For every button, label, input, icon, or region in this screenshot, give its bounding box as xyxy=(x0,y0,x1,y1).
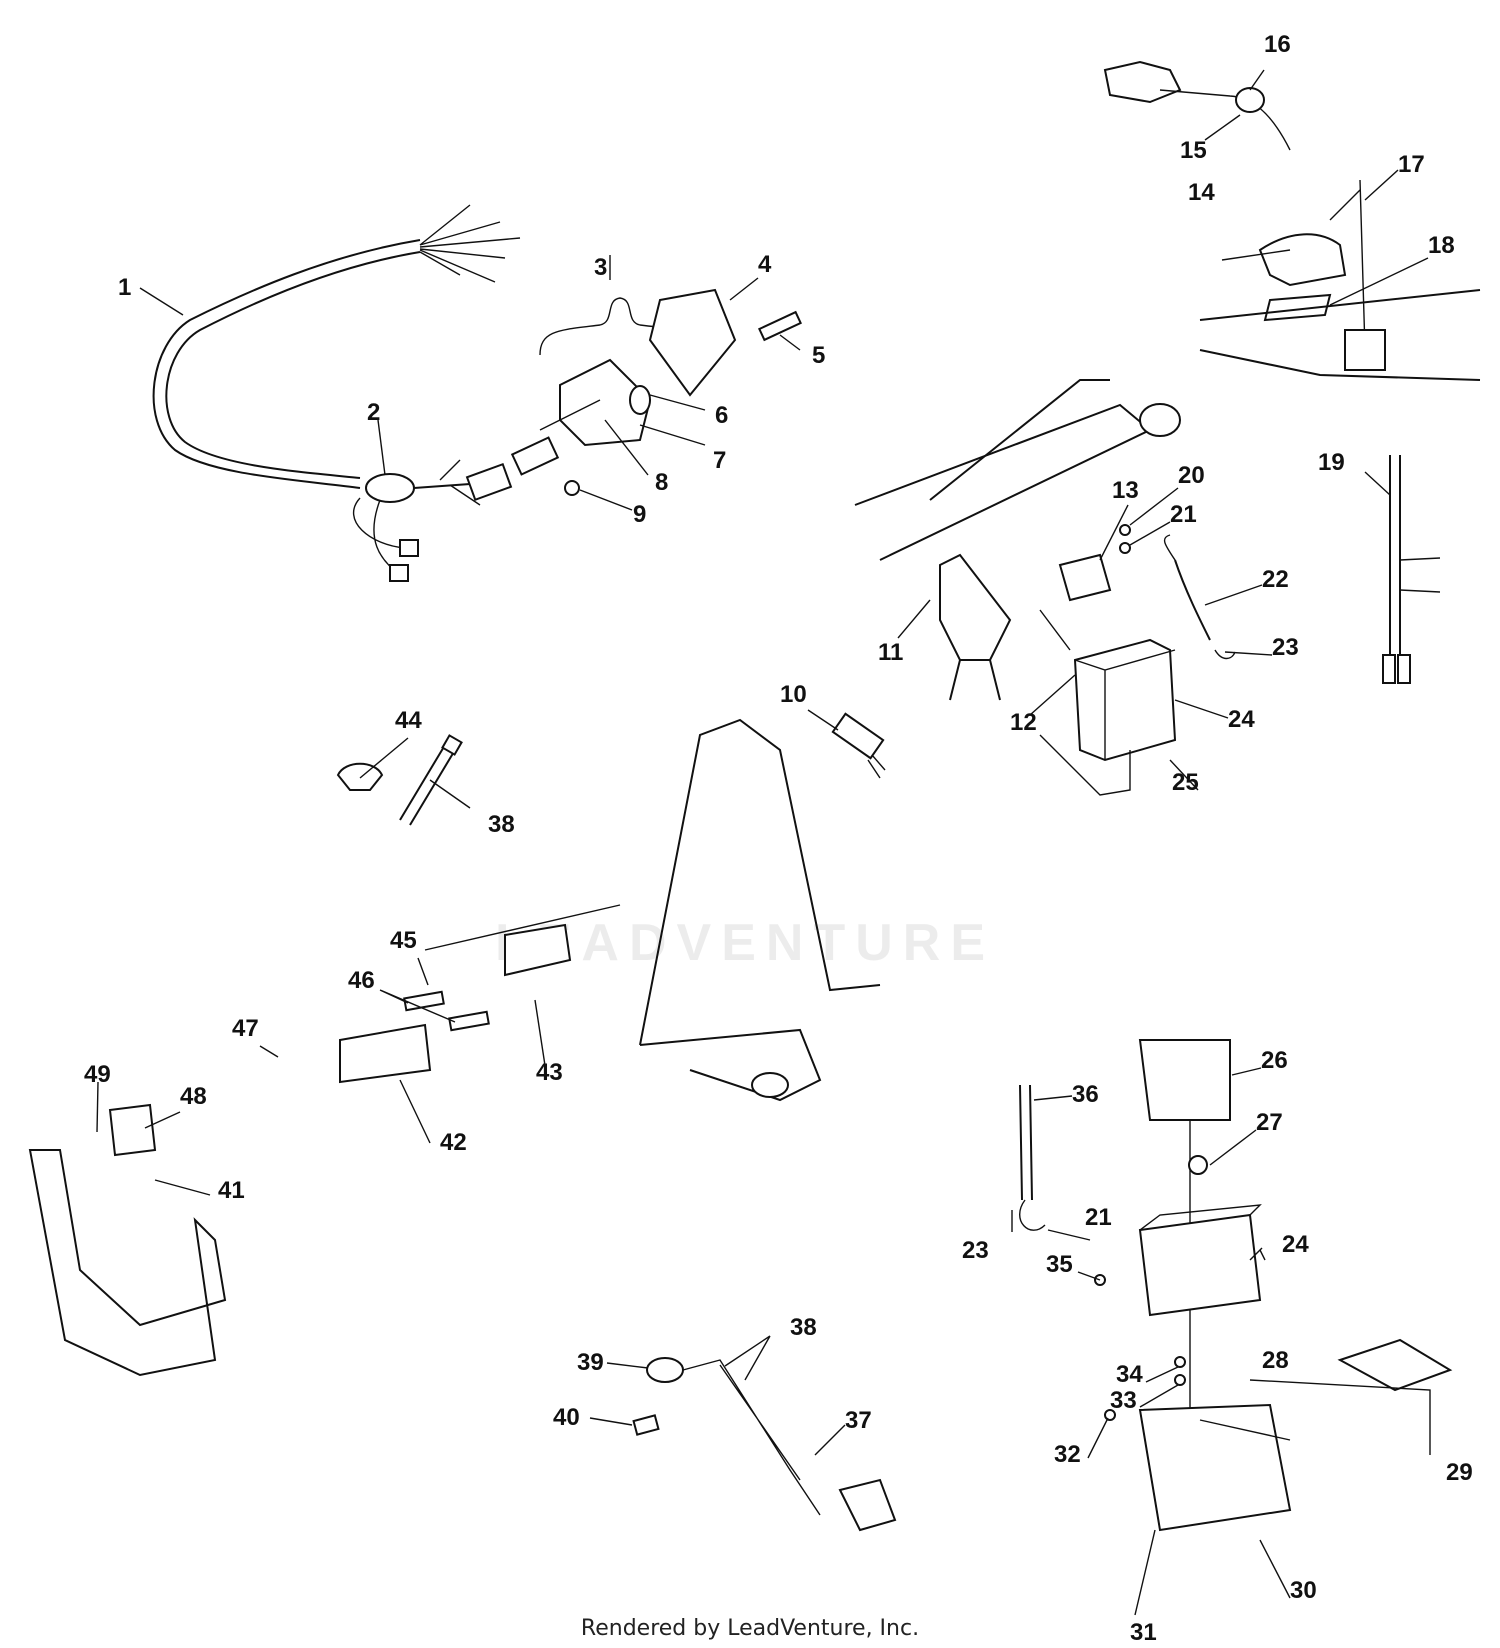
callout-30: 30 xyxy=(1290,1577,1317,1604)
callout-49: 49 xyxy=(84,1061,111,1088)
callout-26: 26 xyxy=(1261,1047,1288,1074)
callout-35: 35 xyxy=(1046,1251,1073,1278)
callout-14: 14 xyxy=(1188,179,1215,206)
tail-light-drawing xyxy=(510,288,802,496)
callout-43: 43 xyxy=(536,1059,563,1086)
callout-7: 7 xyxy=(713,447,726,474)
callout-32: 32 xyxy=(1054,1441,1081,1468)
callout-24: 24 xyxy=(1228,706,1255,733)
horn-handlebar-drawing xyxy=(1103,60,1481,381)
callout-47: 47 xyxy=(232,1015,259,1042)
callout-11: 11 xyxy=(878,639,903,666)
part-callouts: 1 2 3 4 5 6 7 8 9 10 11 12 13 14 15 16 1… xyxy=(84,31,1473,1646)
strap-clip-drawing xyxy=(336,734,463,826)
callout-17: 17 xyxy=(1398,151,1425,178)
callout-37: 37 xyxy=(845,1407,872,1434)
callout-23: 23 xyxy=(1272,634,1299,661)
callout-25: 25 xyxy=(1172,769,1199,796)
callout-13: 13 xyxy=(1112,477,1139,504)
callout-41: 41 xyxy=(218,1177,245,1204)
callout-22: 22 xyxy=(1262,566,1289,593)
callout-16: 16 xyxy=(1264,31,1291,58)
callout-46: 46 xyxy=(348,967,375,994)
connector-10-drawing xyxy=(831,712,886,779)
callout-2: 2 xyxy=(367,399,380,426)
callout-23-lower: 23 xyxy=(962,1237,989,1264)
callout-34: 34 xyxy=(1116,1361,1143,1388)
callout-38-upper: 38 xyxy=(488,811,515,838)
callout-21-lower: 21 xyxy=(1085,1204,1112,1231)
callout-3: 3 xyxy=(594,254,607,281)
callout-27: 27 xyxy=(1256,1109,1283,1136)
callout-42: 42 xyxy=(440,1129,467,1156)
callout-12: 12 xyxy=(1010,709,1037,736)
callout-28: 28 xyxy=(1262,1347,1289,1374)
callout-45: 45 xyxy=(390,927,417,954)
callout-8: 8 xyxy=(655,469,668,496)
watermark-text: LEADVENTURE xyxy=(495,914,995,972)
footer-credit: Rendered by LeadVenture, Inc. xyxy=(580,1616,920,1641)
leader-lines xyxy=(96,69,1431,1616)
callout-5: 5 xyxy=(812,342,825,369)
frame-battery-drawing xyxy=(854,379,1181,796)
callout-29: 29 xyxy=(1446,1459,1473,1486)
battery-cables-upper-drawing xyxy=(1119,524,1236,660)
battery-box-drawing xyxy=(1019,1039,1453,1532)
callout-19: 19 xyxy=(1318,449,1345,476)
callout-40: 40 xyxy=(553,1404,580,1431)
cable-19-drawing xyxy=(1382,455,1441,684)
switch-cables-drawing xyxy=(632,1357,897,1532)
callout-6: 6 xyxy=(715,402,728,429)
callout-48: 48 xyxy=(180,1083,207,1110)
callout-4: 4 xyxy=(758,251,772,278)
callout-21: 21 xyxy=(1170,501,1197,528)
callout-15: 15 xyxy=(1180,137,1207,164)
callout-33: 33 xyxy=(1110,1387,1137,1414)
callout-10: 10 xyxy=(780,681,807,708)
callout-44: 44 xyxy=(395,707,422,734)
callout-9: 9 xyxy=(633,501,646,528)
callout-36: 36 xyxy=(1072,1081,1099,1108)
callout-31: 31 xyxy=(1130,1619,1157,1646)
guard-drawing xyxy=(28,1103,227,1377)
callout-24-lower: 24 xyxy=(1282,1231,1309,1258)
wiring-harness-drawing xyxy=(152,204,521,582)
callout-39: 39 xyxy=(577,1349,604,1376)
callout-18: 18 xyxy=(1428,232,1455,259)
frame-plate-drawing xyxy=(339,718,881,1102)
callout-1: 1 xyxy=(118,274,131,301)
callout-38-lower: 38 xyxy=(790,1314,817,1341)
callout-20: 20 xyxy=(1178,462,1205,489)
